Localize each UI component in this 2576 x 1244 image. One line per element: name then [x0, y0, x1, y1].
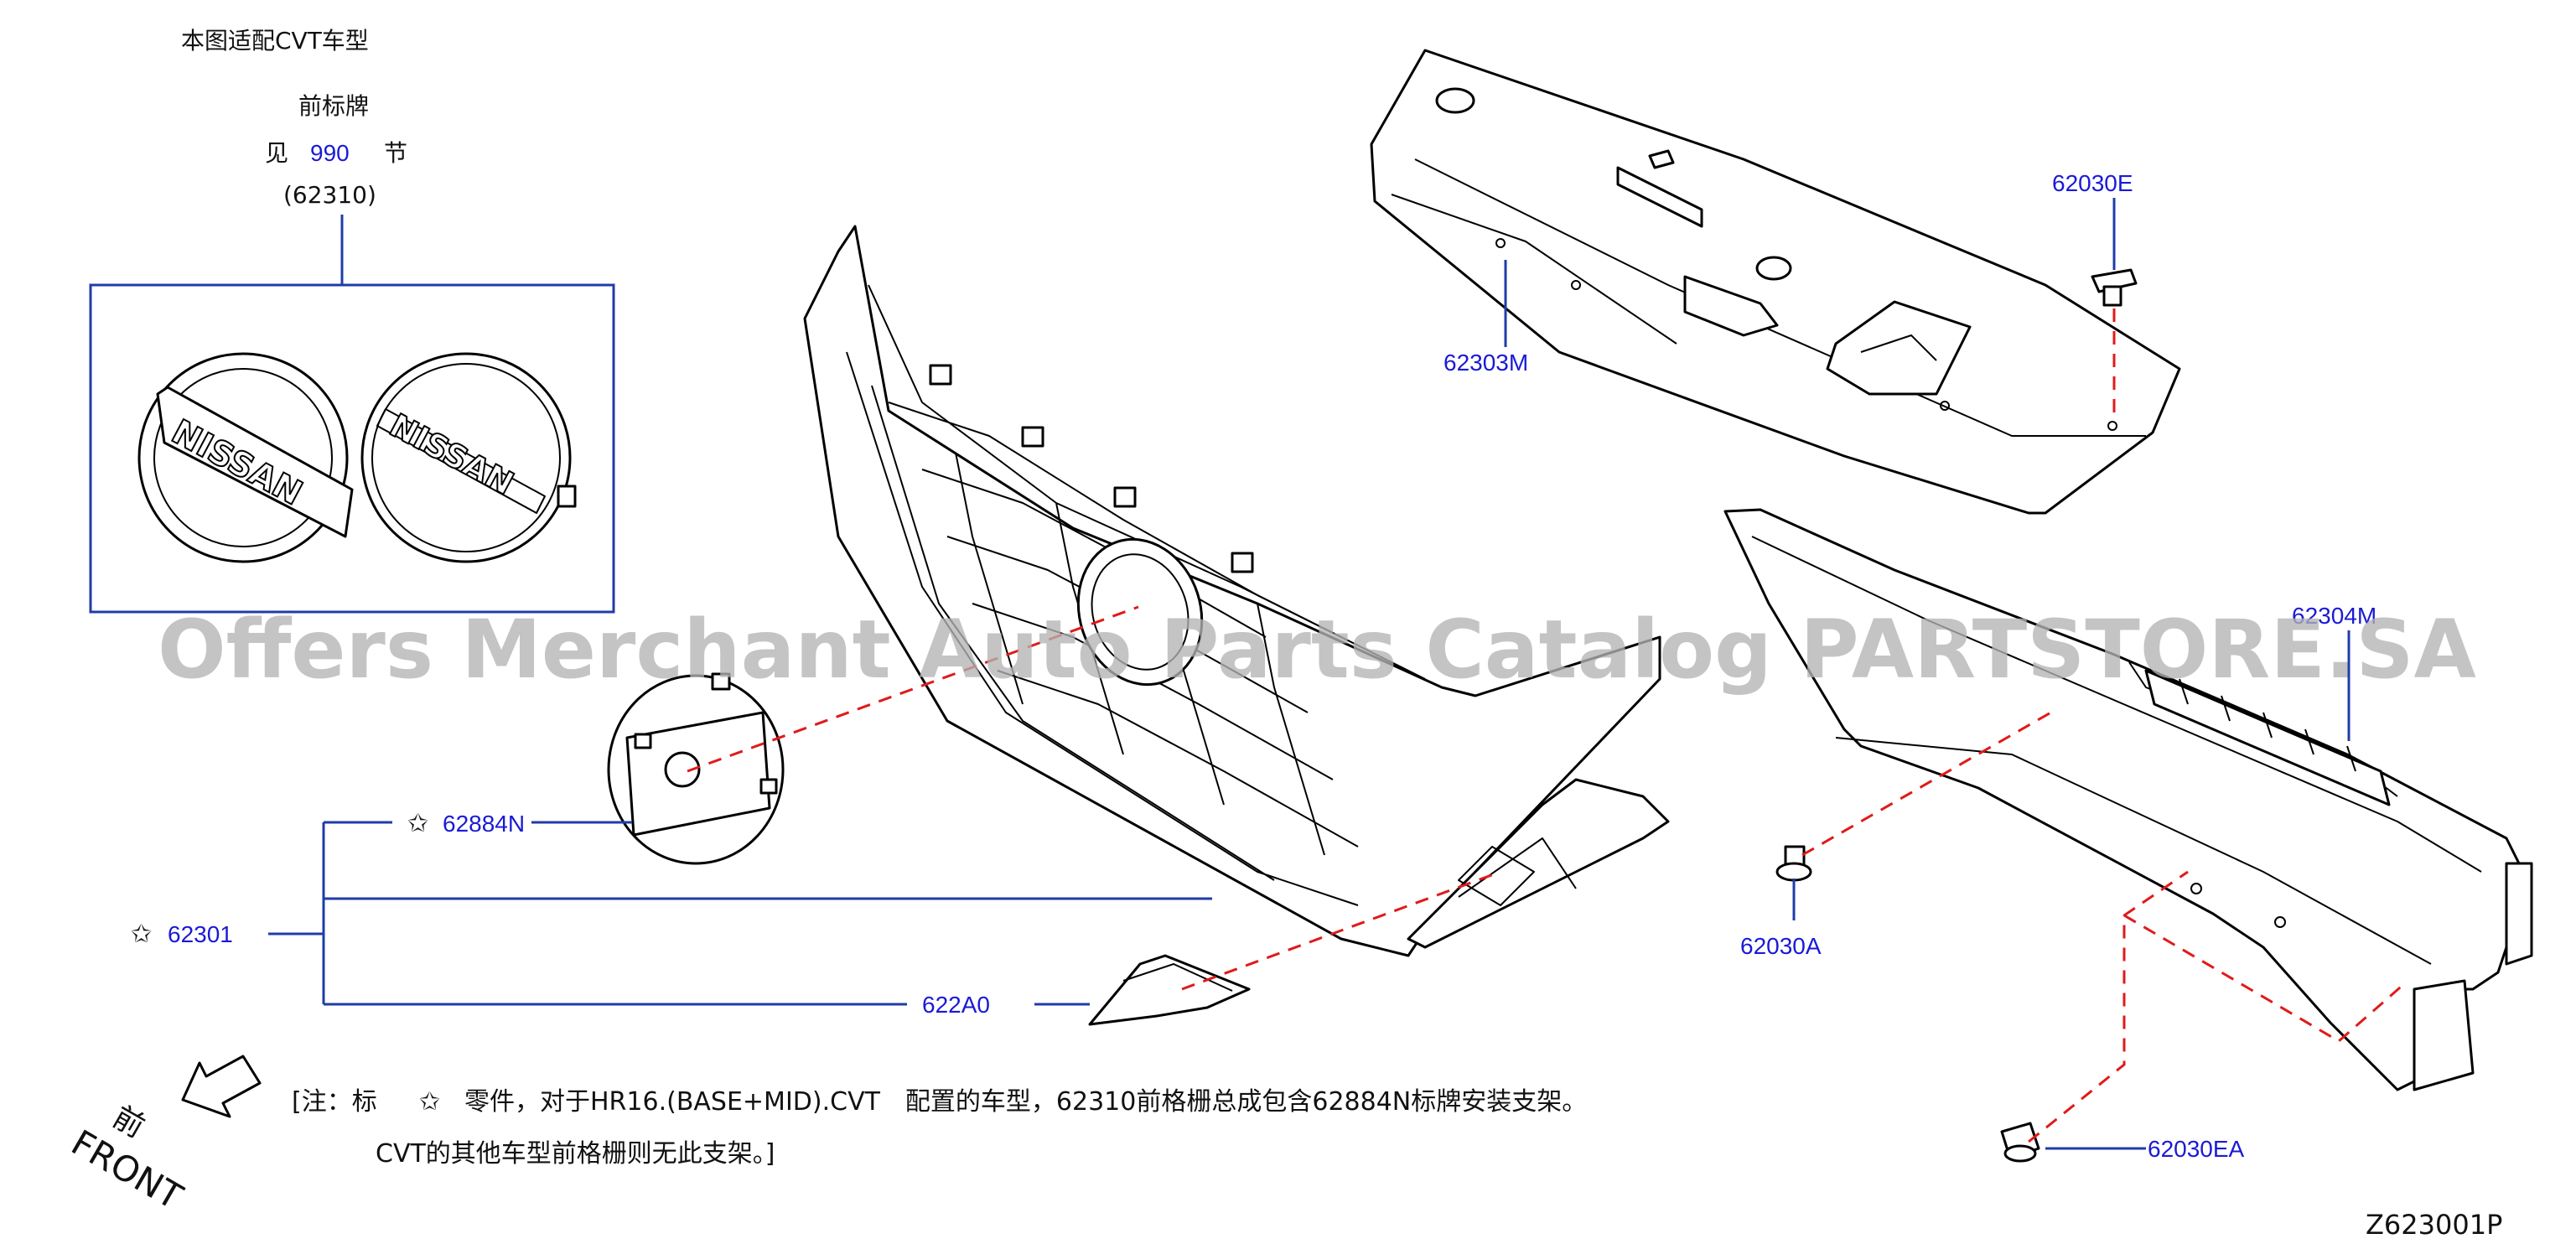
see-suffix: 节	[384, 139, 407, 167]
front-grille-assembly	[803, 225, 1670, 957]
star-62301: ✩	[131, 920, 152, 949]
see-section-link[interactable]: 990	[310, 140, 350, 166]
applicability-note: 本图适配CVT车型	[181, 27, 369, 54]
emblem-part-code: (62310)	[283, 181, 376, 209]
callout-62030e[interactable]: 62030E	[2052, 170, 2133, 196]
emblem-mounting-bracket	[607, 672, 785, 865]
note-line1-rest: 零件，对于HR16.(BASE+MID).CVT 配置的车型，62310前格栅总…	[464, 1087, 1587, 1117]
front-emblem-title: 前标牌	[298, 92, 369, 120]
clip-62030e	[2091, 268, 2138, 307]
callout-62884n[interactable]: 62884N	[443, 811, 525, 837]
callout-622a0[interactable]: 622A0	[922, 992, 990, 1018]
see-prefix: 见	[265, 139, 288, 167]
front-bumper-reinforcement	[1723, 508, 2533, 1091]
emblem-badge-rear: NISSAN	[360, 352, 577, 563]
guide-bolt-a	[1801, 709, 2055, 857]
clip-62030ea	[2000, 1122, 2040, 1163]
guide-bracket-to-grille	[687, 605, 1139, 773]
callout-62030ea[interactable]: 62030EA	[2148, 1136, 2245, 1162]
emblem-badge-front: NISSAN	[137, 352, 354, 563]
note-star: ✩	[419, 1087, 440, 1117]
star-62884n: ✩	[407, 809, 428, 838]
note-line1-prefix: [注：标	[292, 1087, 377, 1117]
radiator-core-upper-cover	[1370, 49, 2181, 515]
callout-62303m[interactable]: 62303M	[1443, 350, 1528, 376]
callout-62301[interactable]: 62301	[168, 921, 233, 947]
callout-62304m[interactable]: 62304M	[2292, 603, 2376, 629]
emblem-inset-box	[89, 283, 615, 614]
guide-trim-to-grille	[1181, 870, 1501, 991]
front-direction-arrow	[181, 1055, 262, 1118]
grille-side-trim	[1088, 954, 1251, 1026]
callout-62030a[interactable]: 62030A	[1740, 933, 1822, 959]
diagram-code: Z623001P	[2366, 1209, 2502, 1241]
watermark: Offers Merchant Auto Parts Catalog PARTS…	[158, 603, 2476, 697]
note-line2: CVT的其他车型前格栅则无此支架。]	[376, 1139, 775, 1169]
